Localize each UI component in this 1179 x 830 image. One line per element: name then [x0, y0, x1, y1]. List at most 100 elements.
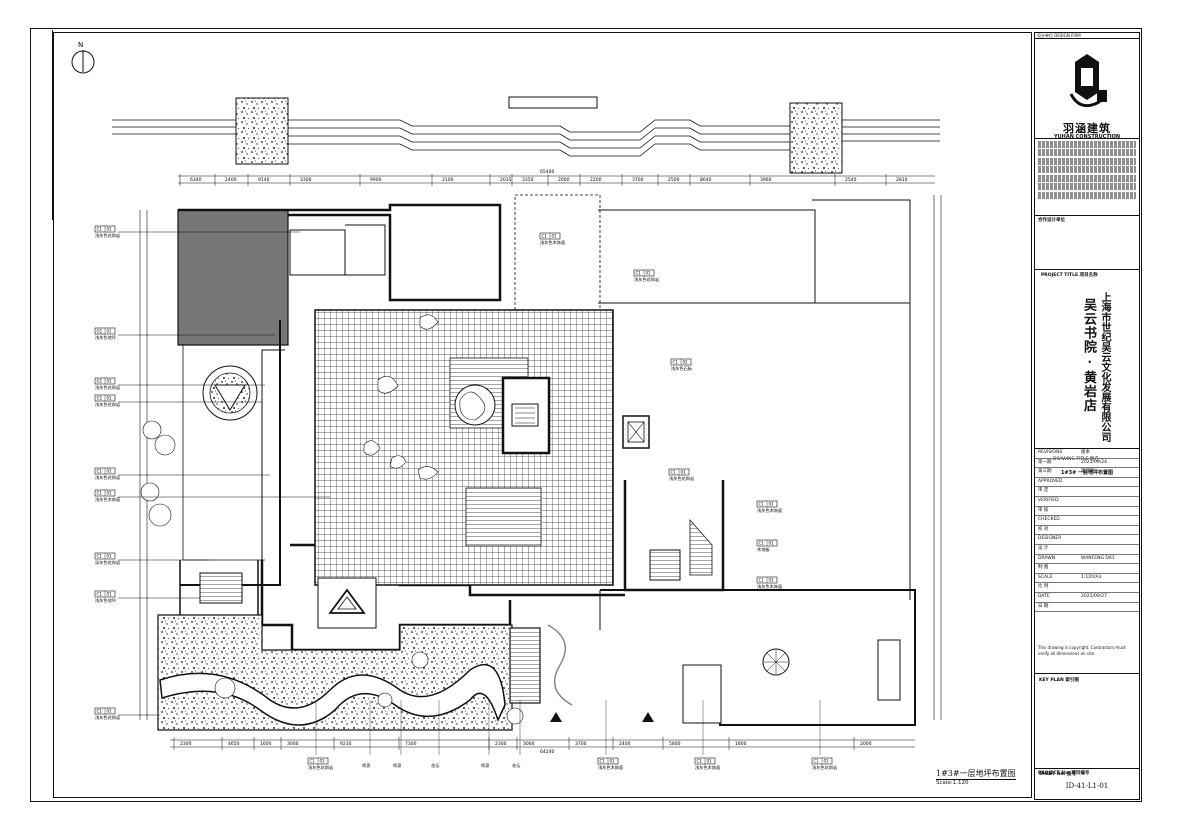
info-line	[1038, 183, 1136, 190]
row-value	[1078, 478, 1081, 487]
title-block: 设计单位 DESIGN FIRM 羽涵建筑 YUHAN CONSTRUCTION…	[1034, 32, 1140, 800]
garden-curve	[547, 624, 573, 706]
callout-text: 浅灰色花岗岩	[95, 384, 120, 391]
tb-header: 设计单位 DESIGN FIRM	[1035, 33, 1139, 39]
brand-logo: 羽涵建筑 YUHAN CONSTRUCTION	[1035, 40, 1139, 140]
callout-code: C1	[600, 759, 606, 764]
dimension-value: 3000	[287, 741, 299, 747]
street-lines	[112, 119, 940, 157]
row-key: 比 例	[1038, 584, 1049, 590]
callout-sub: 01	[107, 491, 113, 496]
callout-code: C1	[97, 592, 103, 597]
callout-code: G1	[97, 396, 103, 401]
callout-code: C1	[310, 759, 316, 764]
copyright-notes: This drawing is copyright. Contractors m…	[1038, 645, 1126, 656]
row-value: 第四期	[1081, 469, 1095, 475]
title-block-row: 第三期 第四期	[1035, 468, 1139, 478]
dimension-value: 3000	[523, 741, 535, 747]
callout-code: G1	[97, 329, 103, 334]
callout-sub: 01	[107, 396, 113, 401]
row-key: 审 定	[1038, 488, 1049, 494]
callout-sub: 01	[769, 502, 775, 507]
title-block-row: 设 计	[1035, 545, 1139, 555]
entry-feature	[317, 577, 377, 629]
garden-shrubs	[214, 651, 524, 725]
callout-code: C1	[759, 541, 765, 546]
row-key: DATE	[1038, 593, 1050, 599]
key-plan: KEY PLAN 索引图	[1035, 673, 1139, 769]
callout-code: C1	[671, 470, 677, 475]
dimension-value: 4650	[228, 741, 240, 747]
callout-sub: 01	[769, 578, 775, 583]
row-key: 设 计	[1038, 545, 1049, 551]
dimension-bottom-total: 64240	[540, 749, 554, 755]
paving-inset-2	[465, 487, 542, 547]
north-label: N	[78, 41, 83, 49]
row-value	[1078, 526, 1081, 535]
dimension-value: 2000	[558, 177, 570, 183]
row-key: CHECKED	[1038, 517, 1060, 523]
consultant-label: 合作设计单位	[1038, 218, 1065, 223]
dimension-value: 2300	[180, 741, 192, 747]
dimension-value: 3960	[760, 177, 772, 183]
info-line	[1038, 149, 1136, 156]
dimension-value: 2035	[500, 177, 512, 183]
elevator-symbol	[622, 415, 650, 449]
callout-text: 浅灰色石板	[671, 365, 693, 372]
dimension-top	[178, 175, 935, 184]
row-value	[1078, 487, 1081, 496]
callout-sub: 01	[107, 592, 113, 597]
callout-code: C1	[542, 234, 548, 239]
callout-text: 花坛	[512, 762, 520, 769]
title-block-row: 日 期	[1035, 603, 1139, 613]
dimension-value: 1800	[735, 741, 747, 747]
row-key: 校 对	[1038, 526, 1049, 532]
garden-bench	[509, 627, 541, 704]
revision-strip	[32, 30, 53, 220]
drawing-frame	[53, 32, 1032, 798]
callout-text: 浅灰色花岗岩	[634, 276, 659, 283]
dimension-left	[139, 210, 148, 720]
dimension-value: 6340	[190, 177, 202, 183]
drawing-title: 1#3#一层地坪布置图	[936, 769, 1016, 780]
callout-code: C1	[759, 502, 765, 507]
row-value	[1078, 507, 1081, 516]
sheet-number-label: SHEET No. 图号	[1039, 772, 1076, 777]
callout-sub: 01	[552, 234, 558, 239]
dimension-value: 2100	[442, 177, 454, 183]
row-key: 第三期	[1038, 469, 1052, 475]
row-value	[1078, 545, 1081, 554]
stair-core	[501, 376, 551, 455]
project-company: 上海市世纪吴云文化发展有限公司	[1099, 292, 1110, 442]
company-info	[1035, 139, 1139, 216]
callout-code: C1	[97, 491, 103, 496]
dimension-value: 2200	[590, 177, 602, 183]
garden-gravel	[157, 614, 513, 731]
planter-north-right	[789, 102, 843, 174]
logo-mark	[1069, 54, 1107, 108]
callout-text: 浅灰色木饰面	[757, 507, 782, 514]
dimension-value: 9140	[258, 177, 270, 183]
tree-left-court	[202, 365, 258, 421]
dimension-value: 2810	[896, 177, 908, 183]
info-line	[1038, 191, 1136, 199]
callout-text: 木地板	[757, 546, 770, 553]
callout-sub: 01	[107, 379, 113, 384]
dimension-value: 2300	[495, 741, 507, 747]
callout-code: G1	[97, 379, 103, 384]
key-plan-label: KEY PLAN 索引图	[1039, 678, 1079, 683]
callout-text: 浅灰色木饰面	[540, 239, 565, 246]
brand-name-en: YUHAN CONSTRUCTION	[1053, 134, 1121, 140]
